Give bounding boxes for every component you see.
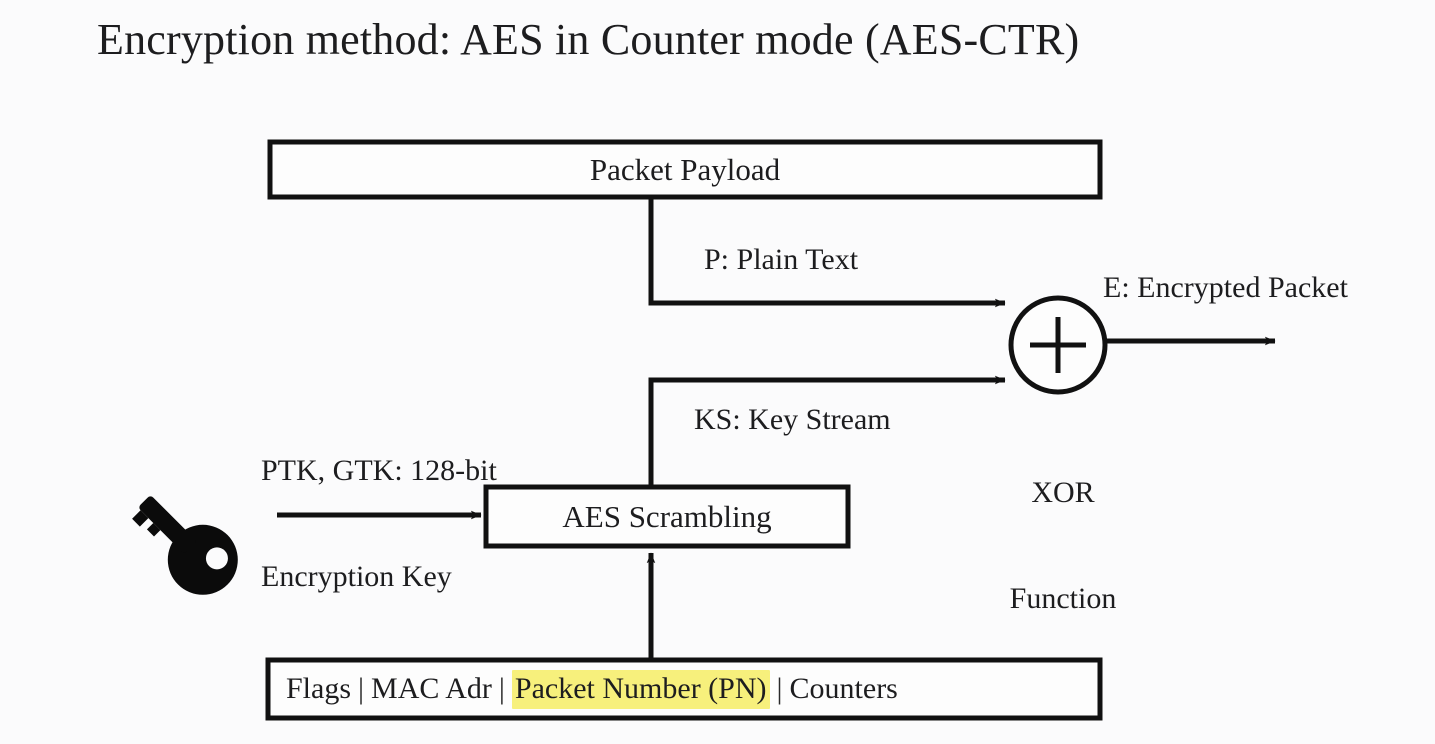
key-stream-label: KS: Key Stream [694, 403, 891, 436]
xor-function-line-1: XOR [1031, 475, 1095, 509]
plain-text-label: P: Plain Text [704, 243, 859, 276]
header-field-mac-adr: MAC Adr [371, 672, 492, 705]
xor-plus-icon [1030, 317, 1086, 373]
key-stream-arrow [648, 375, 1006, 487]
page-title: Encryption method: AES in Counter mode (… [97, 15, 1080, 64]
packet-payload-box [267, 139, 1103, 200]
encrypted-packet-label: E: Encrypted Packet [1103, 271, 1348, 304]
encryption-key-line-1: PTK, GTK: 128-bit [261, 453, 497, 487]
xor-function-label: XOR Function [993, 404, 1133, 687]
header-fields-label: Flags | MAC Adr | Packet Number (PN) | C… [268, 660, 1100, 718]
encryption-key-label: PTK, GTK: 128-bit Encryption Key [261, 382, 497, 665]
aes-scrambling-box [483, 484, 851, 549]
header-field-separator-2: | [498, 672, 505, 705]
aes-scrambling-label: AES Scrambling [562, 498, 772, 534]
plain-text-arrow [648, 197, 1006, 308]
header-field-separator-1: | [358, 672, 365, 705]
packet-payload-label: Packet Payload [589, 151, 781, 187]
header-field-packet-number-highlighted: Packet Number (PN) [511, 669, 770, 709]
header-field-flags: Flags [286, 672, 352, 705]
header-field-counters: Counters [789, 672, 898, 705]
key-icon [108, 473, 258, 608]
xor-function-line-2: Function [1009, 581, 1117, 615]
encryption-key-line-2: Encryption Key [261, 559, 452, 593]
header-field-separator-3: | [776, 672, 783, 705]
